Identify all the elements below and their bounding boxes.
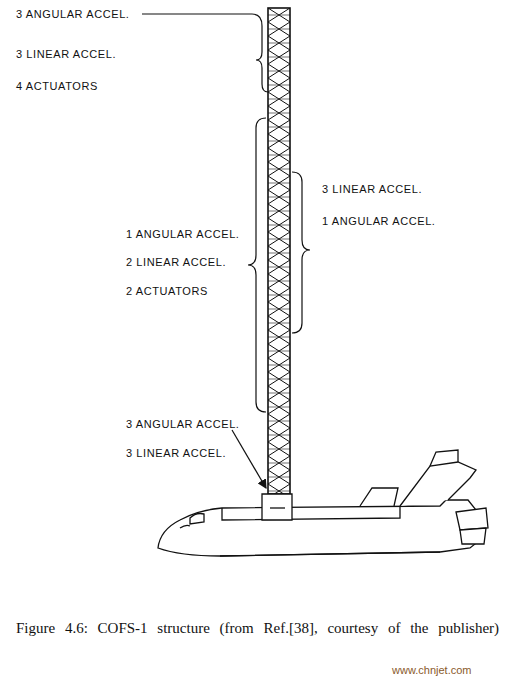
sensor-label: 3 LINEAR ACCEL. bbox=[126, 447, 226, 460]
sensor-label: 2 LINEAR ACCEL. bbox=[126, 256, 226, 269]
figure-caption: Figure 4.6: COFS-1 structure (from Ref.[… bbox=[16, 618, 506, 640]
sensor-label: 3 LINEAR ACCEL. bbox=[322, 183, 422, 196]
space-shuttle bbox=[158, 450, 488, 556]
watermark: www.chnjet.com bbox=[392, 664, 471, 676]
truss-mast bbox=[268, 8, 290, 494]
sensor-label: 2 ACTUATORS bbox=[126, 285, 208, 298]
sensor-label: 1 ANGULAR ACCEL. bbox=[126, 228, 240, 241]
sensor-label: 3 ANGULAR ACCEL. bbox=[126, 418, 240, 431]
sensor-label: 1 ANGULAR ACCEL. bbox=[322, 215, 436, 228]
sensor-label: 3 ANGULAR ACCEL. bbox=[16, 8, 130, 21]
sensor-label: 4 ACTUATORS bbox=[16, 80, 98, 93]
bracket bbox=[142, 14, 310, 488]
sensor-label: 3 LINEAR ACCEL. bbox=[16, 48, 116, 61]
